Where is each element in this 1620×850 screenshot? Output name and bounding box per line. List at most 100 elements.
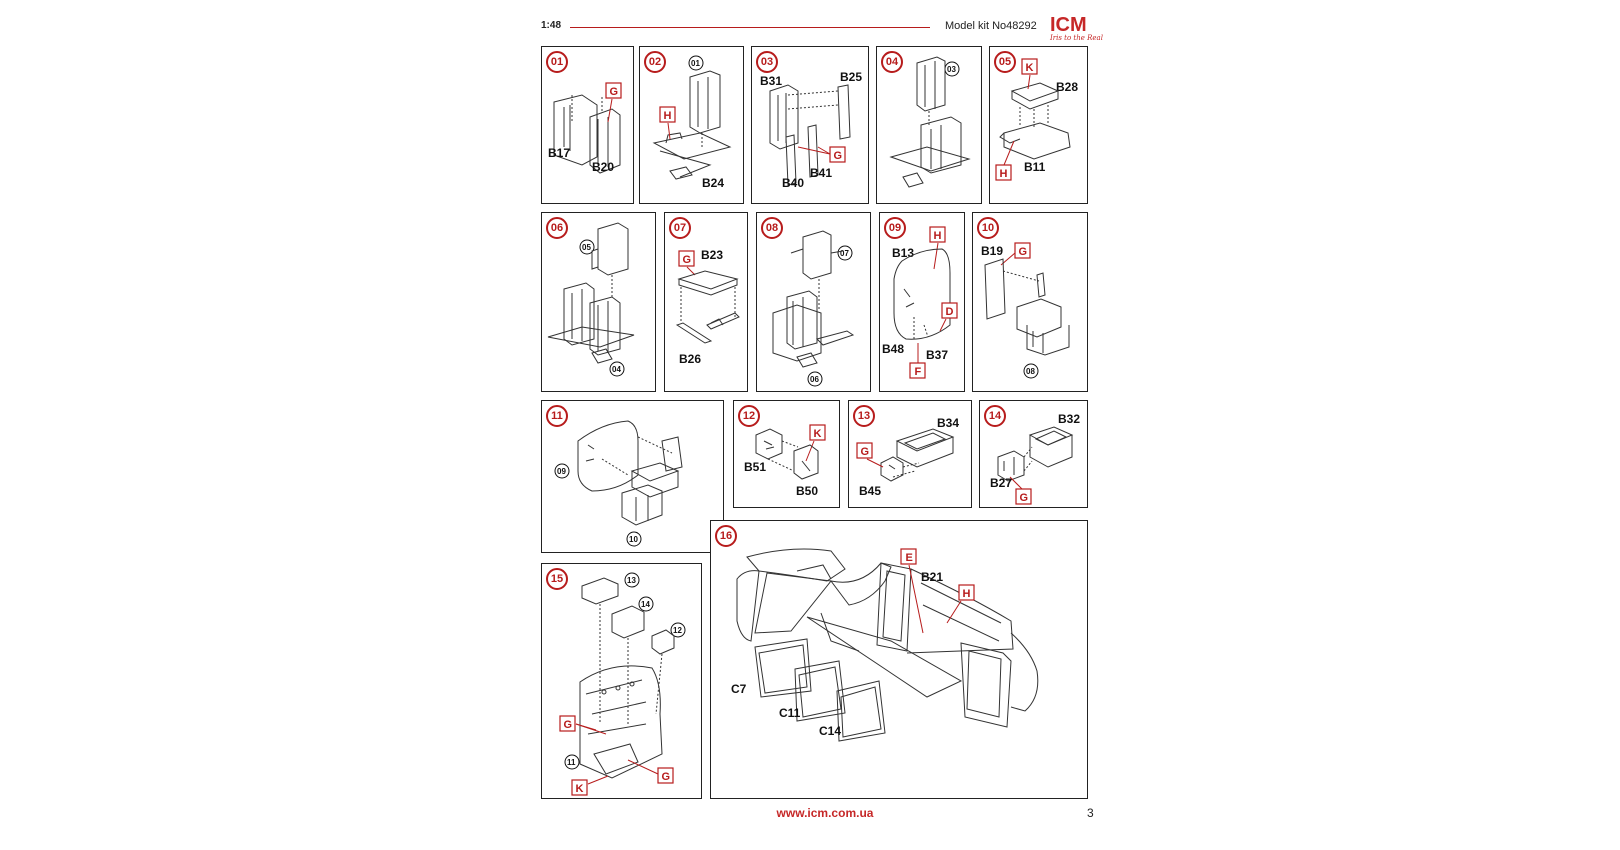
step-number: 03	[756, 51, 778, 73]
sprue-label: F	[915, 366, 922, 378]
step-03-panel: 03 B31 B25 G B41 B40	[751, 46, 869, 204]
part-label: B51	[744, 460, 766, 474]
step-08-panel: 08 07 06	[756, 212, 871, 392]
sprue-label: G	[564, 719, 573, 731]
sprue-label: K	[576, 783, 584, 795]
step-02-diagram: 01 H B24	[652, 55, 732, 190]
part-label: C11	[779, 706, 801, 720]
sprue-label: H	[963, 588, 971, 600]
step-12-panel: 12 K B51 B50	[733, 400, 840, 508]
part-label: B48	[882, 342, 904, 356]
step-05-panel: 05 K B28 H B11	[989, 46, 1088, 204]
ref-label: 13	[627, 576, 636, 585]
ref-label: 05	[582, 243, 591, 252]
icm-logo: ICM Iris to the Real	[1050, 14, 1103, 42]
sprue-label: G	[834, 150, 843, 162]
step-12-diagram: K B51 B50	[744, 424, 826, 498]
step-09-panel: 09 B13 H D B48 B37 F	[879, 212, 965, 392]
part-label: B19	[981, 244, 1003, 258]
part-label: B26	[679, 352, 701, 366]
part-label: B40	[782, 176, 804, 190]
sprue-label: D	[946, 306, 954, 318]
step-01-diagram: G B17 B20	[548, 82, 622, 174]
step-number: 15	[546, 568, 568, 590]
step-04-panel: 04 03	[876, 46, 982, 204]
header-scale: 1:48	[541, 20, 562, 31]
part-label: B24	[702, 176, 724, 190]
step-number: 13	[853, 405, 875, 427]
sprue-label: H	[1000, 168, 1008, 180]
part-label: C14	[819, 724, 841, 738]
part-label: B17	[548, 146, 570, 160]
part-label: B11	[1024, 160, 1046, 174]
step-16-panel: 16 E B21 H	[710, 520, 1088, 799]
step-06-diagram: 05 04	[547, 222, 635, 377]
part-label: B20	[592, 160, 614, 174]
step-08-diagram: 07 06	[772, 230, 855, 387]
sprue-label: G	[861, 446, 870, 458]
step-13-panel: 13 B34 G B45	[848, 400, 972, 508]
ref-label: 06	[810, 375, 819, 384]
footer-url[interactable]: www.icm.com.ua	[776, 806, 874, 820]
ref-label: 08	[1026, 367, 1035, 376]
ref-label: 14	[641, 600, 650, 609]
ref-label: 03	[947, 65, 956, 74]
sprue-label: G	[683, 254, 692, 266]
ref-label: 10	[629, 535, 638, 544]
step-14-diagram: B32 B27 G	[990, 412, 1080, 505]
step-number: 09	[884, 217, 906, 239]
sprue-label: G	[610, 86, 619, 98]
step-09-diagram: B13 H D B48 B37 F	[882, 226, 958, 379]
step-15-panel: 15 13 14 12 11 G G K	[541, 563, 702, 799]
sprue-label: E	[906, 552, 913, 564]
step-06-panel: 06 05 04	[541, 212, 656, 392]
step-15-diagram: 13 14 12 11 G G K	[559, 572, 686, 796]
part-label: B23	[701, 248, 723, 262]
step-number: 06	[546, 217, 568, 239]
step-10-diagram: B19 G 08	[981, 242, 1070, 379]
page-number: 3	[1087, 806, 1094, 820]
step-number: 05	[994, 51, 1016, 73]
part-label: B31	[760, 74, 782, 88]
sprue-label: K	[814, 428, 822, 440]
step-04-diagram: 03	[889, 56, 971, 188]
sprue-label: G	[1019, 246, 1028, 258]
ref-label: 11	[567, 758, 576, 767]
ref-label: 07	[840, 249, 849, 258]
step-16-diagram: E B21 H C7 C11 C14	[731, 548, 1039, 742]
sprue-label: K	[1026, 62, 1034, 74]
sprue-label: G	[1020, 492, 1029, 504]
part-label: B45	[859, 484, 881, 498]
step-10-panel: 10 B19 G 08	[972, 212, 1088, 392]
sprue-label: G	[662, 771, 671, 783]
step-number: 01	[546, 51, 568, 73]
step-number: 08	[761, 217, 783, 239]
ref-label: 09	[557, 467, 566, 476]
step-number: 14	[984, 405, 1006, 427]
part-label: B27	[990, 476, 1012, 490]
ref-label: 01	[691, 59, 700, 68]
part-label: B50	[796, 484, 818, 498]
sprue-label: H	[934, 230, 942, 242]
step-03-diagram: B31 B25 G B41 B40	[760, 70, 862, 190]
part-label: B25	[840, 70, 862, 84]
step-number: 10	[977, 217, 999, 239]
part-label: B21	[921, 570, 943, 584]
step-07-panel: 07 B23 G B26	[664, 212, 748, 392]
part-label: B13	[892, 246, 914, 260]
step-number: 12	[738, 405, 760, 427]
part-label: B32	[1058, 412, 1080, 426]
part-label: B34	[937, 416, 959, 430]
part-label: B41	[810, 166, 832, 180]
step-07-diagram: B23 G B26	[675, 248, 740, 366]
sprue-label: H	[664, 110, 672, 122]
step-01-panel: 01 G B17 B20	[541, 46, 634, 204]
part-label: B37	[926, 348, 948, 362]
part-label: C7	[731, 682, 747, 696]
step-14-panel: 14 B32 B27 G	[979, 400, 1088, 508]
step-number: 02	[644, 51, 666, 73]
step-number: 04	[881, 51, 903, 73]
step-11-panel: 11 09 10	[541, 400, 724, 553]
step-13-diagram: B34 G B45	[856, 416, 959, 498]
header-rule	[570, 27, 930, 28]
